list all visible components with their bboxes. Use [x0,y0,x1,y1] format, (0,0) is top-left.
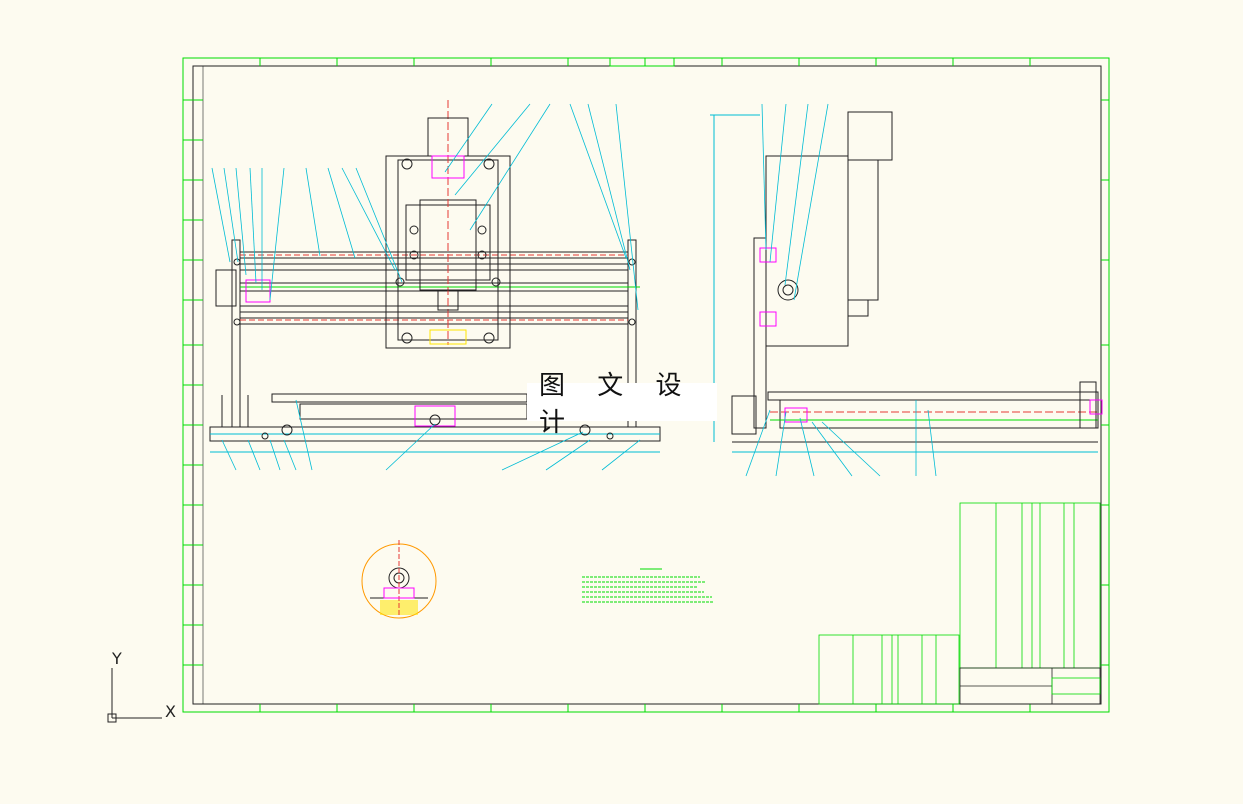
title-block [959,667,1101,705]
front-leaders [211,103,641,471]
ucs-x-label: X [165,702,176,721]
watermark-stamp: 图 文 设 计 [527,371,717,438]
side-leaders [745,103,937,477]
parts-list-upper [959,502,1101,669]
detail-view [361,540,437,619]
front-view [209,100,661,453]
ucs-y-label: Y [112,649,122,668]
parts-list-lower [818,634,960,705]
drawing-frame [182,57,1110,713]
watermark-text: 图 文 设 计 [539,371,694,438]
technical-notes [582,568,714,603]
ucs-axis-icon [107,668,162,723]
side-view [710,111,1103,453]
